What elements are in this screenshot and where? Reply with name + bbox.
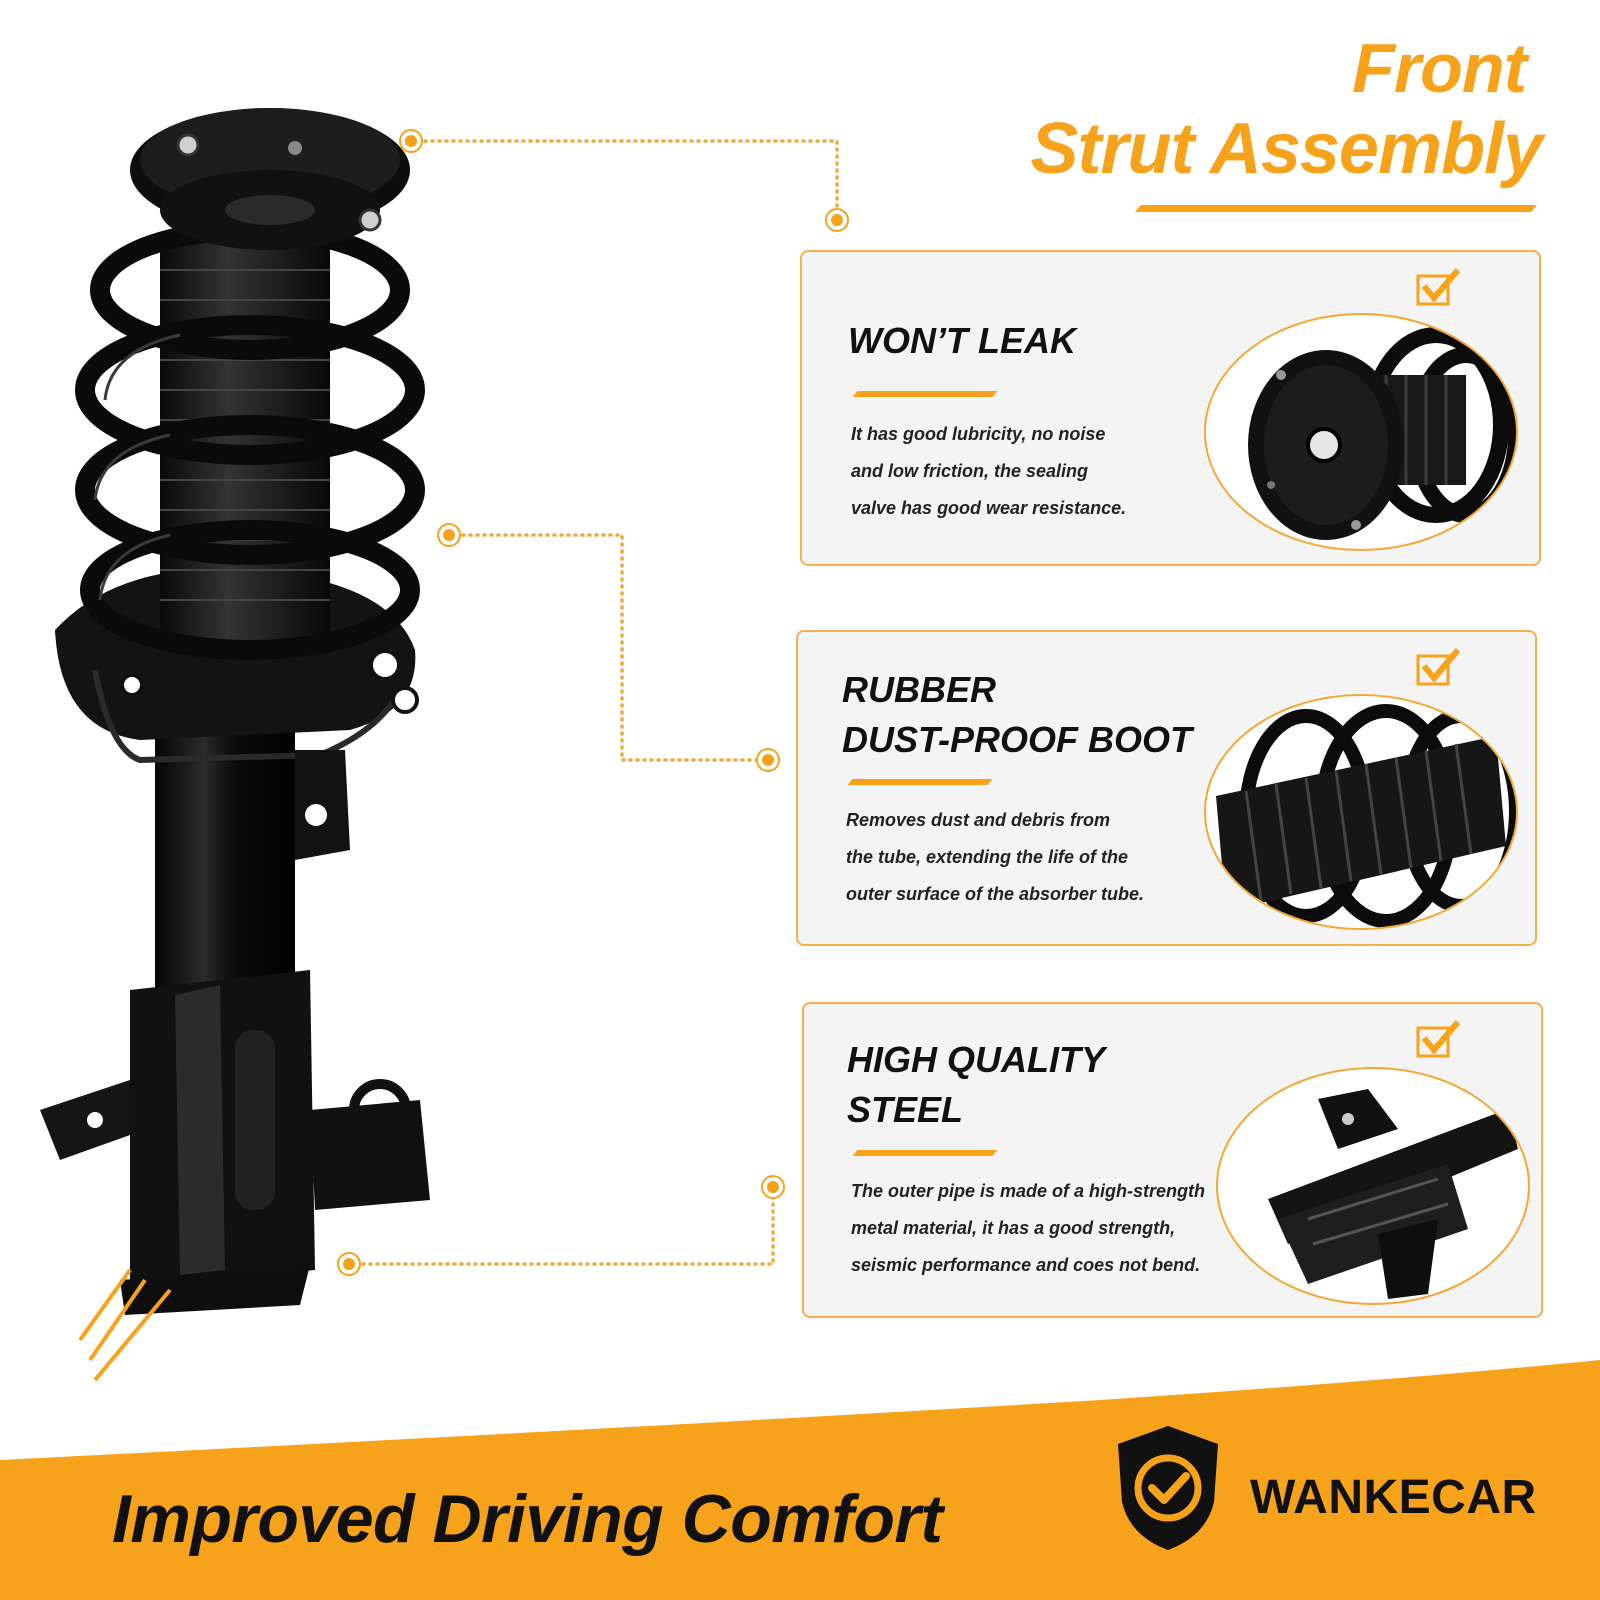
feature-description-line: metal material, it has a good strength,	[851, 1218, 1176, 1238]
feature-title: WON’T LEAK	[848, 320, 1076, 361]
feature-description-line: valve has good wear resistance.	[851, 498, 1127, 518]
bottom-banner-background	[0, 1360, 1600, 1600]
feature-image-dust-boot	[1204, 694, 1518, 930]
feature-image-steel-knuckle	[1216, 1067, 1530, 1305]
feature-title-bar	[852, 1150, 998, 1156]
strut-assembly-image	[40, 108, 430, 1382]
feature-title-bar	[847, 779, 993, 785]
check-icon	[1416, 268, 1461, 306]
feature-description-line: It has good lubricity, no noise	[851, 424, 1106, 444]
feature-image-top-mount	[1204, 313, 1518, 551]
feature-description-line: The outer pipe is made of a high-strengt…	[851, 1181, 1206, 1201]
title-underline	[1135, 205, 1537, 212]
feature-description-line: outer surface of the absorber tube.	[846, 884, 1145, 904]
check-icon	[1416, 1020, 1461, 1058]
feature-description-line: Removes dust and debris from	[846, 810, 1111, 830]
brand-name: WANKECAR	[1250, 1471, 1537, 1524]
page-title-line-2: Strut Assembly	[1030, 109, 1543, 189]
feature-title: HIGH QUALITY	[847, 1039, 1105, 1080]
shield-check-icon	[1118, 1426, 1218, 1550]
feature-description-line: seismic performance and coes not bend.	[851, 1255, 1201, 1275]
feature-title-bar	[852, 391, 998, 397]
feature-description-line: the tube, extending the life of the	[846, 847, 1129, 867]
check-icon	[1416, 648, 1461, 686]
feature-title: STEEL	[847, 1089, 964, 1130]
feature-title: RUBBER	[842, 669, 997, 710]
page-title-line-1: Front	[1352, 29, 1527, 107]
banner-tagline: Improved Driving Comfort	[112, 1481, 943, 1557]
feature-description-line: and low friction, the sealing	[851, 461, 1089, 481]
feature-title: DUST-PROOF BOOT	[842, 719, 1192, 760]
